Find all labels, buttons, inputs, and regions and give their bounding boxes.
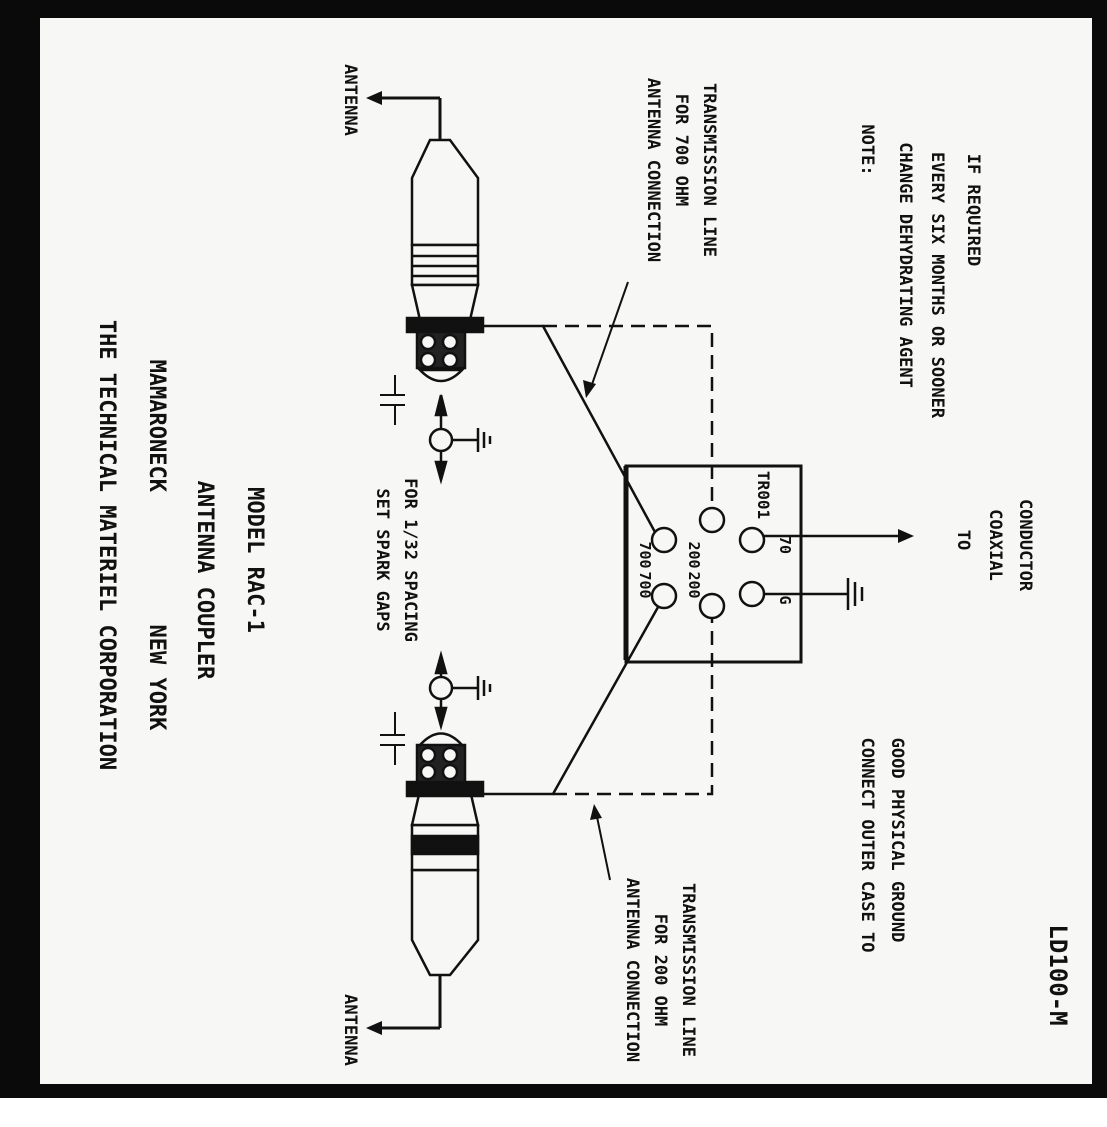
antenna-label-top: ANTENNA — [340, 64, 360, 136]
conn-700-line-1: ANTENNA CONNECTION — [643, 78, 663, 262]
terminal-200-b: 200 — [685, 571, 703, 598]
insulator-top — [366, 91, 485, 383]
ground-line-2: GOOD PHYSICAL GROUND — [887, 738, 907, 943]
conn-700-line-2: FOR 700 OHM — [671, 94, 691, 207]
note-line-2: CHANGE DEHYDRATING AGENT — [895, 142, 915, 388]
terminal-posts — [650, 506, 766, 620]
note-line-4: IF REQUIRED — [963, 154, 983, 267]
arrow-icon — [366, 1021, 382, 1035]
ground-line-1: CONNECT OUTER CASE TO — [857, 738, 877, 953]
note-line-1: NOTE: — [857, 124, 877, 175]
title-line-4: MODEL RAC-1 — [242, 487, 267, 633]
title-block: THE TECHNICAL MATERIEL CORPORATION MAMAR… — [94, 320, 267, 770]
spark-gap-bottom — [380, 650, 492, 765]
title-line-1: THE TECHNICAL MATERIEL CORPORATION — [94, 320, 119, 770]
terminal-700-a: 700 — [636, 541, 654, 568]
insulator-bottom — [366, 732, 485, 1035]
title-line-2: MAMARONECK NEW YORK — [144, 360, 169, 732]
coax-line-1: TO — [953, 530, 973, 550]
spark-gap-note-1: SET SPARK GAPS — [372, 488, 392, 631]
spark-gap-note-2: FOR 1/32 SPACING — [400, 478, 420, 642]
spark-gap-top — [380, 375, 492, 485]
antenna-label-bottom: ANTENNA — [340, 994, 360, 1066]
document-number: LD100-M — [1044, 924, 1072, 1025]
title-line-3: ANTENNA COUPLER — [192, 481, 217, 680]
conn-200-line-2: FOR 200 OHM — [650, 914, 670, 1027]
labels: ANTENNA ANTENNA SET SPARK GAPS FOR 1/32 … — [340, 64, 1072, 1066]
coax-line-3: CONDUCTOR — [1015, 499, 1035, 592]
terminal-board: TR001 700 700 200 200 70 G — [624, 464, 803, 664]
drawing-area — [40, 18, 1092, 1084]
conn-200-line-1: ANTENNA CONNECTION — [622, 878, 642, 1062]
arrow-icon — [898, 529, 914, 543]
note-line-3: EVERY SIX MONTHS OR SOONER — [927, 152, 947, 419]
coax-line-2: COAXIAL — [985, 509, 1005, 581]
terminal-200-a: 200 — [685, 541, 703, 568]
terminal-board-label: TR001 — [754, 471, 773, 519]
terminal-ground: G — [776, 595, 794, 604]
terminal-700-b: 700 — [636, 571, 654, 598]
conn-200-line-3: TRANSMISSION LINE — [678, 883, 698, 1057]
conn-700-line-3: TRANSMISSION LINE — [699, 83, 719, 257]
wiring — [483, 281, 914, 881]
bottom-margin — [0, 1098, 1107, 1127]
terminal-70: 70 — [776, 536, 794, 554]
arrow-icon — [366, 91, 382, 105]
